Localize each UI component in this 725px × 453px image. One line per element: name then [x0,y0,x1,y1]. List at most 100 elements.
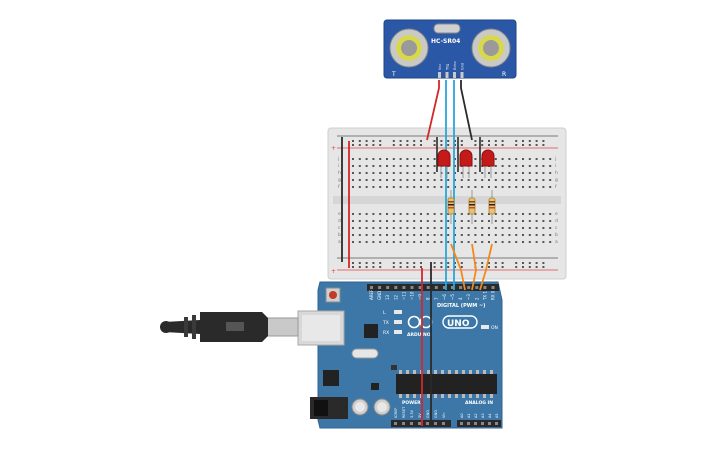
digital-pin-label: 13 [385,294,390,300]
analog-pin-label: A4 [488,413,492,418]
digital-header-label: DIGITAL (PWM ~) [437,303,485,309]
digital-pin-label: 12 [393,294,398,300]
row-letter: h [338,170,341,176]
sensor-pins [438,72,464,78]
row-letter: f [338,184,340,190]
power-pin-label: 3.3V [410,409,414,418]
dc-power-jack [310,397,348,419]
resistor-1[interactable] [447,190,455,224]
rail-plus-top: + [331,145,336,152]
power-pin-label: 5V [418,413,422,418]
power-pin-label: GND [434,410,438,418]
crystal [351,348,379,359]
digital-pin-label: ~11 [401,291,406,300]
row-letter: d [555,218,558,224]
usb-chip [364,324,378,338]
digital-pin-label: GND [377,291,382,300]
sensor-crystal [433,23,461,34]
digital-pin-label: AREF [369,289,374,300]
rail-plus-bottom: + [331,268,336,275]
led-1[interactable] [437,149,451,178]
capacitor-2 [373,398,391,416]
led-2[interactable] [459,149,473,178]
digital-pin-label: 2 [474,297,479,300]
row-letter: g [338,178,341,183]
voltage-regulator [323,370,339,386]
board-name: UNO [447,319,470,329]
onboard-leds: L TX RX [382,310,402,336]
row-letter: j [554,156,556,162]
analog-pin-label: A1 [467,413,471,418]
analog-pin-label: A2 [474,413,478,418]
row-letter: d [338,218,341,224]
power-pin-label: Vin [442,412,446,418]
led-3[interactable] [481,149,495,178]
sensor-pin-label: Echo [453,62,457,71]
sensor-r-label: R [502,71,506,78]
row-letter: i [555,163,556,169]
row-letter: a [338,240,341,245]
receiver-icon [471,28,511,68]
analog-header [457,420,501,427]
power-led [481,325,489,329]
wire-led-1[interactable] [450,243,466,291]
atmega-chip [396,374,497,394]
row-letter: e [338,212,341,217]
row-letter: e [555,212,558,217]
led-label: L [383,310,386,316]
digital-pin-label: ~5 [450,294,455,300]
reset-button-cap[interactable] [329,291,337,299]
sensor-pin-label: Trig [446,64,450,71]
led-label: TX [382,320,389,326]
usb-cable[interactable] [160,312,299,342]
analog-label: ANALOG IN [465,400,493,406]
small-chip-2 [391,365,397,370]
sensor-pin-label: Gnd [461,63,465,70]
wires [341,80,493,426]
capacitor-1 [351,398,369,416]
digital-pin-label: ~6 [442,294,447,300]
power-pin-label: RESET [402,406,406,418]
transmitter-icon [389,28,429,68]
digital-header [367,284,499,291]
row-letter: f [555,184,557,190]
wire-gnd-sensor[interactable] [460,80,473,141]
digital-pin-label: ~3 [466,294,471,300]
digital-pin-label: ~10 [410,291,415,300]
small-chip [371,383,379,390]
analog-pin-label: A0 [460,413,464,418]
digital-pin-label: 8 [426,297,431,300]
led-label: RX [383,330,389,336]
digital-pin-label: TX 1 [482,291,487,301]
analog-pin-label: A5 [495,413,499,418]
sensor-model-label: HC-SR04 [431,38,460,45]
resistor-2[interactable] [468,190,476,224]
on-led-label: ON [491,325,498,331]
usb-port [297,310,345,346]
digital-pin-label: ~9 [418,294,423,300]
row-letter: c [555,226,558,231]
wire-led-3[interactable] [479,243,493,291]
wire-vcc[interactable] [426,80,440,141]
row-letter: a [555,240,558,245]
breadboard-holes [352,140,552,268]
digital-pin-label: RX 0 [491,290,496,300]
power-label: POWER [402,400,421,406]
resistor-3[interactable] [488,190,496,224]
row-letter: i [338,163,339,169]
power-pin-label: GND [426,410,430,418]
sensor-pin-label: Vcc [438,64,442,70]
wire-led-2[interactable] [471,243,477,291]
row-letter: b [555,232,558,238]
sensor-t-label: T [391,71,396,78]
row-letter: j [337,156,339,162]
brand-text: ARDUINO [407,332,431,338]
